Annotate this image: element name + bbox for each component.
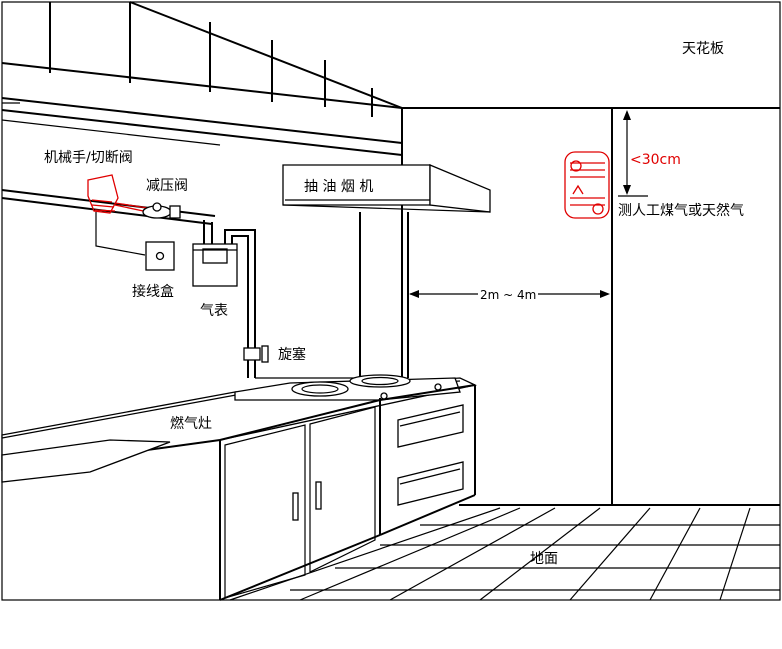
sink [1,439,171,483]
stove-label: 燃气灶 [170,415,212,432]
floor-tiles [229,507,780,601]
range-hood: 抽 油 烟 机 [282,164,491,378]
gas-detector-icon [564,151,610,219]
pressure-valve-label: 减压阀 [146,178,188,194]
pressure-valve-icon [142,202,181,219]
gas-pipe [1,189,360,379]
upper-cabinets [1,1,403,156]
distance-arrow-horizontal [409,290,610,298]
gas-type-label: 测人工煤气或天然气 [618,202,744,219]
gas-meter-icon [192,243,238,287]
plug-label: 旋塞 [278,346,306,363]
room-walls [1,62,780,506]
frame [1,1,781,601]
stove-burners [291,374,442,400]
gas-meter-label: 气表 [200,303,228,319]
plug-valve-icon [243,345,269,363]
range-hood-label: 抽 油 烟 机 [304,179,373,195]
mechanical-hand-label: 机械手/切断阀 [44,150,133,166]
distance-limit-label: <30cm [630,152,681,168]
lower-cabinet-doors [224,404,464,599]
ceiling-label: 天花板 [682,41,724,57]
mechanical-hand-icon [87,174,149,214]
junction-box-label: 接线盒 [132,283,174,300]
junction-box-icon [95,212,175,271]
distance-arrow-vertical [618,110,648,197]
floor-label: 地面 [530,551,558,567]
distance-range-label: 2m ~ 4m [480,288,536,302]
